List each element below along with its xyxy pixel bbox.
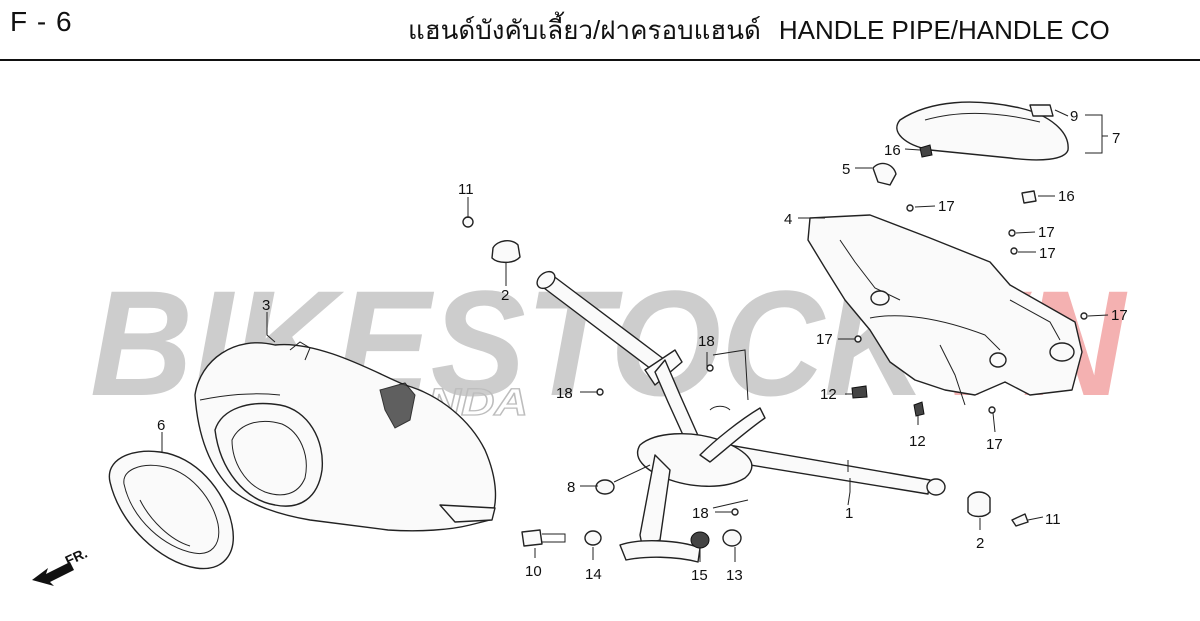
callout-label: 10	[525, 563, 542, 580]
callout-label: 18	[692, 505, 709, 522]
callout-label: 11	[458, 181, 474, 198]
callout-label: 2	[501, 287, 509, 304]
part-4-rear-cover	[807, 214, 1083, 406]
callout-label: 14	[585, 566, 602, 583]
header-rule	[0, 59, 1200, 61]
title-english: HANDLE PIPE/HANDLE CO	[778, 15, 1110, 45]
page-header: F - 6 แฮนด์บังคับเลี้ยว/ฝาครอบแฮนด์ HANDL…	[0, 0, 1200, 62]
callout-label: 7	[1112, 130, 1120, 147]
callout-label: 18	[556, 385, 573, 402]
callout-label: 17	[938, 198, 955, 215]
diagram-title: แฮนด์บังคับเลี้ยว/ฝาครอบแฮนด์ HANDLE PIPE…	[408, 10, 1110, 51]
direction-label: FR.	[63, 545, 90, 569]
callout-label: 8	[567, 479, 575, 496]
callout-label: 17	[1111, 307, 1128, 324]
direction-arrow-icon	[32, 562, 74, 586]
part-7-visor	[896, 101, 1069, 161]
callout-label: 11	[1045, 511, 1061, 528]
callout-label: 5	[842, 161, 850, 178]
part-1-handle-pipe	[536, 270, 946, 563]
callout-label: 18	[698, 333, 715, 350]
callout-label: 16	[884, 142, 901, 159]
callout-label: 13	[726, 567, 743, 584]
callout-label: 3	[262, 297, 270, 314]
callout-label: 4	[784, 211, 792, 228]
callout-label: 17	[816, 331, 833, 348]
front-direction-indicator: FR.	[32, 545, 90, 586]
callout-label: 1	[845, 505, 853, 522]
callout-labels: 11 2 3 6 8 1 18 18 18 10 14 15 13 2 11 4…	[157, 108, 1128, 584]
callout-label: 9	[1070, 108, 1078, 125]
page-code: F - 6	[10, 6, 73, 37]
callout-label: 12	[820, 386, 837, 403]
callout-label: 17	[1039, 245, 1056, 262]
parts-diagram: BIKESTOCKVN HONDA	[32, 101, 1128, 586]
callout-label: 2	[976, 535, 984, 552]
callout-label: 6	[157, 417, 165, 434]
callout-label: 17	[986, 436, 1003, 453]
callout-label: 17	[1038, 224, 1055, 241]
part-3-handle-cover	[194, 341, 497, 532]
callout-label: 16	[1058, 188, 1075, 205]
leader-lines	[161, 109, 1109, 562]
part-6-ring	[108, 450, 234, 570]
callout-label: 15	[691, 567, 708, 584]
callout-label: 12	[909, 433, 926, 450]
small-parts	[462, 104, 1088, 549]
title-thai: แฮนด์บังคับเลี้ยว/ฝาครอบแฮนด์	[408, 15, 761, 45]
